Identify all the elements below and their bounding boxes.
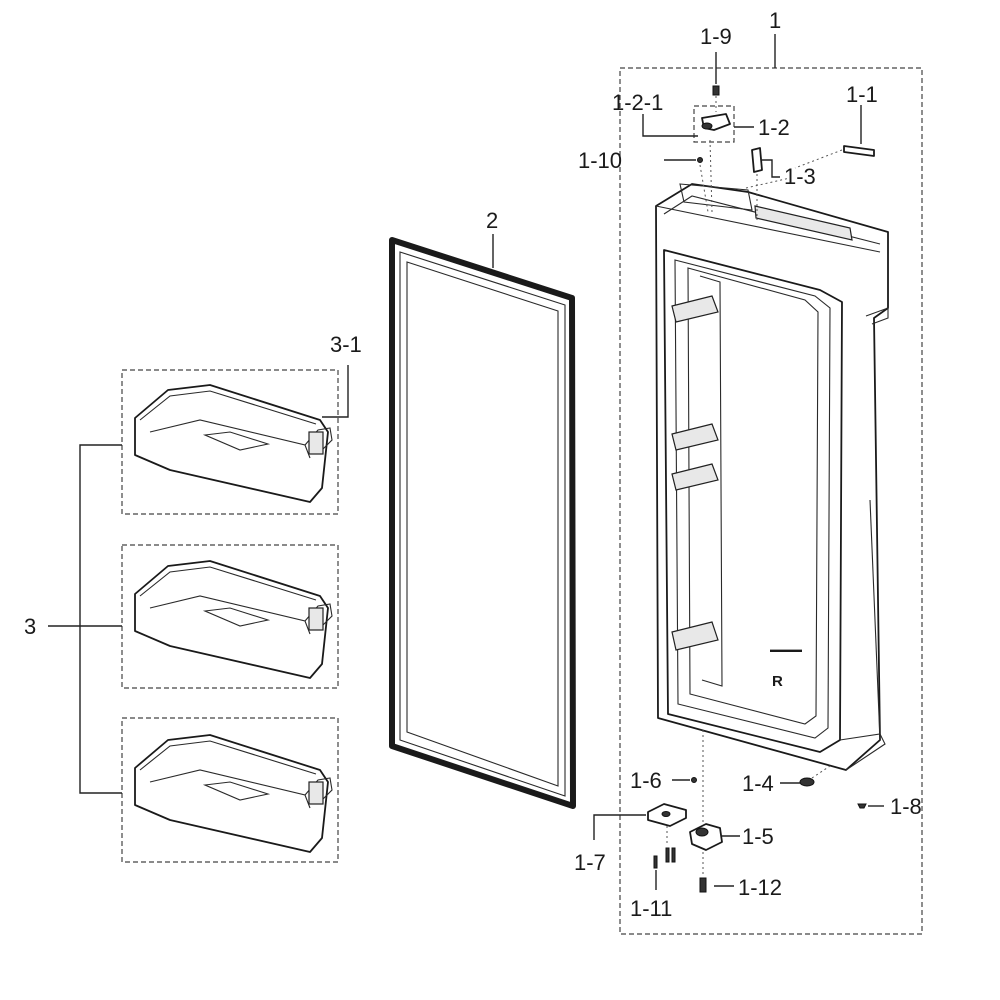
part-1-7 [593, 803, 687, 840]
bin-box-bottom [121, 717, 339, 863]
door-gasket [389, 234, 576, 809]
door-top-panel [754, 205, 853, 241]
part-1-9 [712, 52, 720, 112]
label-3-1: 3-1 [330, 332, 362, 357]
part-1-12 [699, 852, 734, 893]
part-1-2 [642, 105, 754, 143]
part-1-5 [689, 823, 740, 851]
door-bin-middle [134, 560, 333, 679]
label-1-1: 1-1 [846, 82, 878, 107]
label-1-3: 1-3 [784, 164, 816, 189]
door-bin-group [48, 365, 349, 863]
part-1-8 [857, 803, 884, 809]
door-inner-liner [663, 249, 843, 753]
label-3: 3 [24, 614, 36, 639]
bin-box-top [121, 369, 339, 515]
label-2: 2 [486, 208, 498, 233]
part-1-3 [745, 147, 791, 220]
label-1-4: 1-4 [742, 771, 774, 796]
label-1-7: 1-7 [574, 850, 606, 875]
label-1-11: 1-11 [630, 896, 672, 921]
door-brand-mark: ▬▬▬▬ [770, 645, 802, 654]
bin-group-bracket [79, 444, 122, 794]
part-1-1 [794, 105, 875, 169]
label-1: 1 [769, 8, 781, 33]
callout-labels: 1 1-9 1-1 1-2-1 1-2 1-10 1-3 2 3-1 3 1-6… [24, 8, 922, 921]
part-1-10 [664, 139, 713, 213]
label-1-10: 1-10 [578, 148, 622, 173]
part-1-6 [672, 777, 697, 783]
door-assembly: ▬▬▬▬ R [593, 34, 923, 935]
label-1-6: 1-6 [630, 768, 662, 793]
label-1-2: 1-2 [758, 115, 790, 140]
door-side-mark: R [772, 673, 783, 690]
label-1-2-1: 1-2-1 [612, 90, 663, 115]
part-1-4 [780, 765, 831, 787]
label-1-9: 1-9 [700, 24, 732, 49]
shelf-rails [671, 295, 719, 651]
label-1-8: 1-8 [890, 794, 922, 819]
door-bin-top [134, 384, 333, 503]
label-1-5: 1-5 [742, 824, 774, 849]
part-1-11 [653, 826, 676, 890]
label-1-12: 1-12 [738, 875, 782, 900]
bin-box-middle [121, 544, 339, 689]
door-bin-bottom [134, 734, 333, 853]
label-3-1-leader [322, 365, 349, 418]
